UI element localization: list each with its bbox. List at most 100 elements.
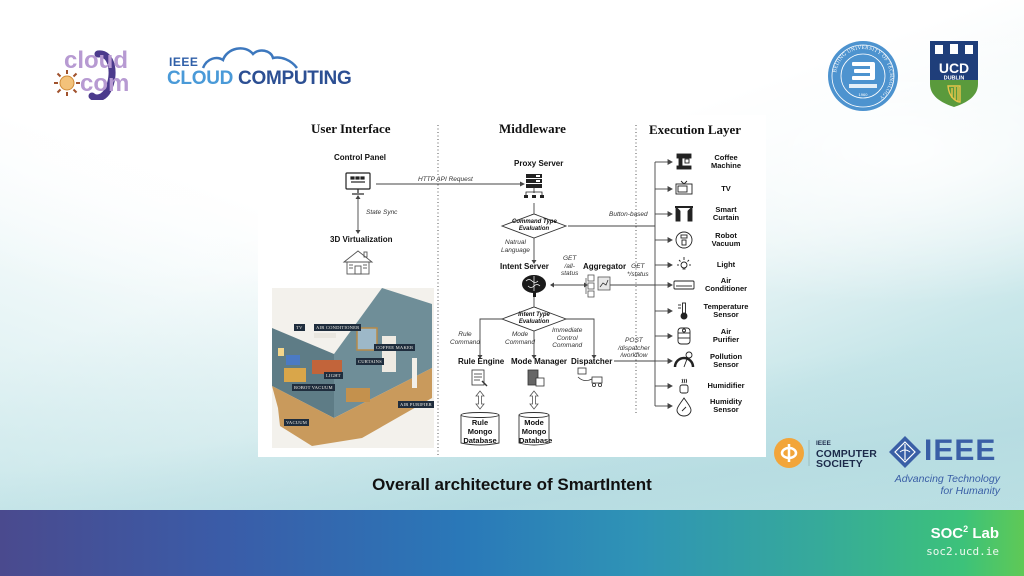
castle-icons (935, 44, 973, 54)
thermometer-icon (678, 302, 688, 320)
cloudcom-logo: cloud com (52, 44, 142, 102)
mode-command-line1: Mode (511, 331, 529, 338)
sun-icon (54, 70, 80, 96)
device-label-line: Coffee (714, 152, 738, 162)
rule-database-label: Rule Mongo Database (461, 418, 499, 445)
bjut-year: 1960 (859, 92, 869, 97)
device-branch-arrow (667, 237, 673, 243)
get-status-line1: GET (631, 263, 645, 270)
command-type-evaluation-label: Command Type Evaluation (512, 219, 557, 233)
natural-language-label: Natrual Language (501, 239, 530, 254)
rule-db-line3: Database (463, 436, 497, 445)
intent-type-line2: Evaluation (518, 319, 550, 325)
architecture-figure: User Interface Middleware Execution Laye… (258, 115, 766, 457)
rule-command-line2: Command (450, 338, 480, 346)
aggregator-label: Aggregator (583, 262, 627, 271)
ieee-tagline: Advancing Technology for Humanity (895, 473, 1000, 497)
command-type-line1: Command Type (512, 219, 557, 225)
device-label-line: Robot (715, 230, 737, 240)
ucd-letters: UCD (939, 60, 969, 76)
aggregator-icon (585, 274, 611, 298)
immediate-command-line2: Control (556, 334, 578, 342)
cloudcom-logo-line2: com (80, 70, 129, 97)
intent-type-diamond (500, 306, 568, 332)
room-tag-air-purifier: Air purifier (398, 401, 434, 408)
figure-caption: Overall architecture of SmartIntent (372, 475, 652, 494)
delivery-truck-icon (577, 367, 603, 387)
device-label-line: TV (721, 183, 731, 193)
ieee-cloud-word: CLOUD (167, 68, 234, 89)
gauge-icon (673, 351, 695, 368)
ieee-cloud-computing-title: CLOUD COMPUTING (167, 68, 352, 90)
natural-language-line1: Natrual (504, 239, 526, 246)
device-label: Humidifier (698, 380, 754, 391)
rule-mongo-database (460, 412, 500, 446)
device-label-line: Curtain (712, 213, 740, 222)
device-label-line: Smart (715, 204, 737, 214)
device-branch-arrow (667, 403, 673, 409)
isometric-room-image (272, 288, 432, 446)
room-tag-air-conditioner: Air conditioner (314, 324, 362, 331)
house-icon (342, 250, 374, 275)
state-sync-label: State Sync (366, 209, 398, 216)
device-label-line: Humidifier (707, 380, 745, 390)
ieee-logo: IEEE Advancing Technology for Humanity (888, 434, 1006, 500)
computer-society-line1: COMPUTER (816, 448, 877, 460)
harp-icon (947, 85, 961, 103)
server-icon (524, 174, 544, 198)
device-label-line: Vacuum (711, 239, 741, 248)
tv-icon (675, 180, 693, 195)
device-label: Light (698, 260, 754, 270)
device-branch-arrow (667, 333, 673, 339)
ieee-tagline-line1: Advancing Technology (894, 473, 1000, 485)
post-dispatcher-line3: /workflow (620, 352, 648, 359)
room-tag-curtains: Curtains (356, 358, 384, 365)
room-tag-vacuum: Vacuum (284, 419, 310, 426)
room-tag-light: Light (324, 372, 343, 379)
device-label-line: Sensor (713, 360, 739, 369)
footer-bar: SOC2 Lab soc2.ucd.ie (0, 510, 1024, 576)
rule-document-icon (471, 369, 488, 387)
device-label-line: Air (720, 326, 732, 336)
device-label-line: Machine (710, 161, 741, 170)
get-status-label: GET */status (627, 263, 649, 278)
device-label-line: Purifier (712, 335, 740, 344)
get-all-status-label: GET /all- status (561, 255, 578, 278)
droplet-icon (676, 397, 692, 417)
intent-type-evaluation-label: Intent Type Evaluation (512, 312, 556, 326)
3d-virtualization-label: 3D Virtualization (330, 235, 393, 244)
device-branch-arrow (667, 159, 673, 165)
air-conditioner-icon (673, 280, 695, 290)
immediate-command-line3: Command (552, 342, 583, 349)
mode-scroll-icon (527, 369, 545, 387)
ieee-diamond-icon (889, 436, 921, 468)
lab-url[interactable]: soc2.ucd.ie (926, 545, 999, 558)
get-all-status-line3: status (561, 270, 579, 277)
architecture-diagram-lines (342, 125, 695, 455)
command-type-line2: Evaluation (518, 226, 550, 232)
control-panel-label: Control Panel (334, 153, 387, 162)
cloudcom-logo-line1: cloud (64, 47, 128, 74)
post-dispatcher-line1: POST (625, 337, 643, 344)
column-header-execution-layer: Execution Layer (649, 122, 742, 137)
mode-db-line3: Database (519, 436, 553, 445)
device-branch-arrow (667, 186, 673, 192)
mode-command-line2: Command (505, 338, 535, 346)
room-tag-robot-vacuum: Robot vacuum (292, 384, 335, 391)
curtain-icon (675, 205, 693, 222)
ieee-cloud-computing-ieee: IEEE (169, 55, 199, 69)
device-branch-arrow (667, 383, 673, 389)
mode-mongo-database (518, 412, 550, 446)
ieee-cloud-computing-logo: IEEE CLOUD COMPUTING (165, 46, 352, 92)
http-request-label: HTTP API Request (418, 176, 473, 183)
phi-emblem-icon (774, 438, 810, 468)
light-icon (677, 257, 691, 270)
device-label-line: Sensor (713, 405, 739, 414)
get-all-status-line2: /all- (564, 262, 575, 270)
device-label: TV (698, 183, 754, 194)
